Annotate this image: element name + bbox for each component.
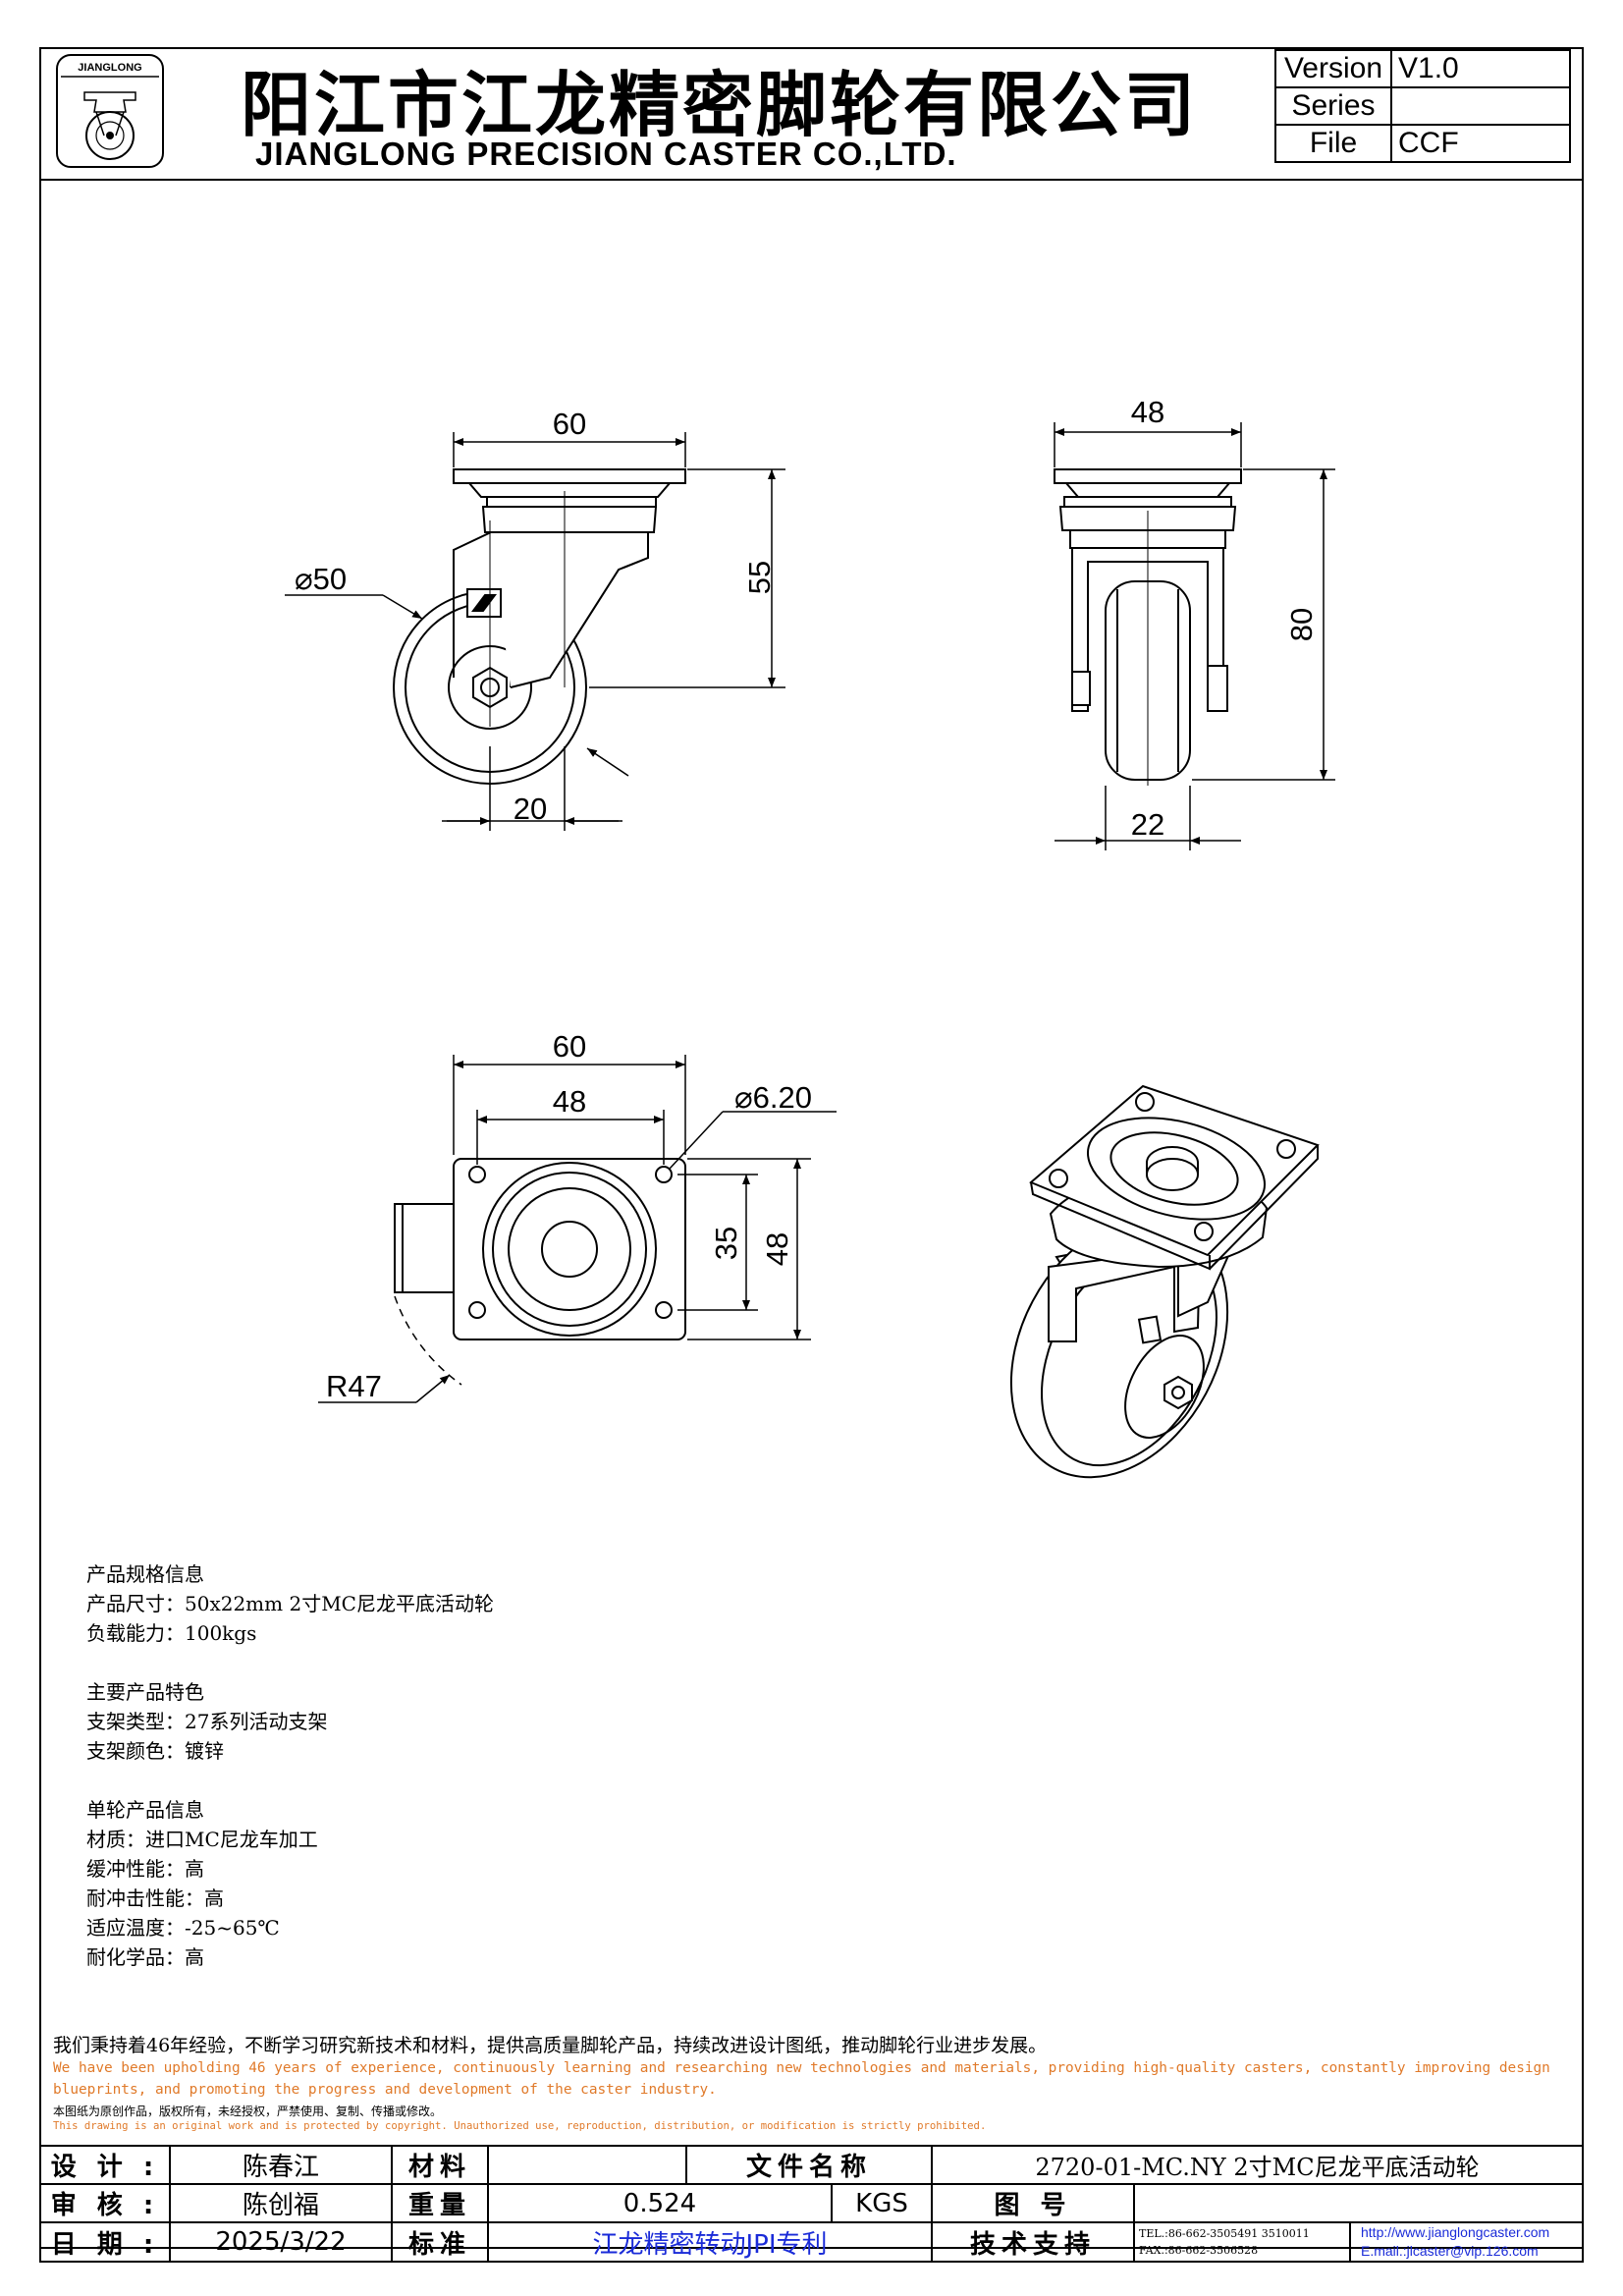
front-view-dimensions [1054, 422, 1335, 850]
email-link[interactable]: E.mail.:jlcaster@vip.126.com [1361, 2243, 1539, 2259]
file-row: File CCF [1274, 124, 1571, 163]
date-value: 2025/3/22 [169, 2221, 393, 2263]
note-chemical: 耐化学品：高 [86, 1945, 204, 1969]
weight-unit: KGS [831, 2183, 933, 2223]
front-view [1054, 468, 1242, 786]
material-label: 材料 [391, 2145, 489, 2185]
dim-plate-height: 48 [760, 1232, 794, 1266]
dim-side-top-width: 60 [553, 407, 586, 441]
dim-side-offset: 20 [514, 792, 547, 826]
title-block-row-design: 设 计 : 陈春江 材料 文件名称 2720-01-MC.NY 2寸MC尼龙平底… [39, 2145, 1584, 2185]
version-value: V1.0 [1390, 49, 1571, 88]
side-view [393, 468, 686, 785]
side-view-dimensions [285, 432, 785, 831]
file-key: File [1274, 124, 1392, 163]
top-plate-view [394, 1158, 686, 1386]
dim-plate-hole-dia: ⌀6.20 [734, 1080, 812, 1115]
file-name: 2720-01-MC.NY 2寸MC尼龙平底活动轮 [931, 2145, 1584, 2185]
telephone: TEL.:86-662-3505491 3510011 [1139, 2227, 1310, 2240]
company-name-cn: 阳江市江龙精密脚轮有限公司 [241, 64, 1199, 146]
review-label: 审 核 : [39, 2183, 171, 2223]
note-bracket-color: 支架颜色：镀锌 [86, 1739, 224, 1763]
note-bracket-type: 支架类型：27系列活动支架 [86, 1710, 328, 1733]
technical-drawing: 60 ⌀50 55 20 [285, 395, 1335, 1479]
file-value: CCF [1390, 124, 1571, 163]
copyright-notice-en: This drawing is an original work and is … [53, 2120, 987, 2132]
dim-front-top-width: 48 [1131, 395, 1164, 429]
phone-fax: TEL.:86-662-3505491 3510011 FAX.:86-662-… [1133, 2221, 1351, 2263]
dim-front-wheel-width: 22 [1131, 807, 1164, 842]
dim-plate-hole-spacing-v: 35 [709, 1227, 743, 1260]
dim-plate-hole-spacing: 48 [553, 1084, 586, 1119]
note-section-feature-title: 主要产品特色 [86, 1680, 204, 1704]
top-plate-dimensions [318, 1055, 837, 1403]
series-key: Series [1274, 86, 1392, 126]
weight-value: 0.524 [487, 2183, 833, 2223]
dim-front-height: 80 [1284, 608, 1319, 641]
dim-plate-width: 60 [553, 1029, 586, 1064]
version-table: Version V1.0 Series File CCF [1274, 49, 1571, 163]
drawing-number-label: 图 号 [931, 2183, 1135, 2223]
series-row: Series [1274, 86, 1571, 126]
title-block: 设 计 : 陈春江 材料 文件名称 2720-01-MC.NY 2寸MC尼龙平底… [39, 2145, 1584, 2263]
dim-side-diameter: ⌀50 [295, 562, 347, 596]
dim-side-height: 55 [742, 561, 777, 594]
company-name-en: JIANGLONG PRECISION CASTER CO.,LTD. [255, 136, 957, 172]
design-label: 设 计 : [39, 2145, 171, 2185]
title-block-row-date: 日 期 : 2025/3/22 标准 江龙精密转动JPI专利 技术支持 TEL.… [39, 2221, 1584, 2263]
title-block-row-review: 审 核 : 陈创福 重量 0.524 KGS 图 号 [39, 2183, 1584, 2223]
product-notes: 产品规格信息 产品尺寸：50x22mm 2寸MC尼龙平底活动轮 负载能力：100… [86, 1559, 494, 1972]
fax: FAX.:86-662-3506528 [1139, 2244, 1259, 2257]
material-value [487, 2145, 687, 2185]
standard-label: 标准 [391, 2221, 489, 2263]
drawing-number-value [1133, 2183, 1584, 2223]
company-logo: JIANGLONG [56, 54, 164, 168]
note-load: 负载能力：100kgs [86, 1621, 257, 1645]
note-temperature: 适应温度：-25~65℃ [86, 1916, 280, 1940]
version-row: Version V1.0 [1274, 49, 1571, 88]
note-spacer [86, 1766, 494, 1795]
company-statement-cn: 我们秉持着46年经验，不断学习研究新技术和材料，提供高质量脚轮产品，持续改进设计… [53, 2035, 1048, 2056]
company-statement-en: We have been upholding 46 years of exper… [53, 2060, 1550, 2098]
note-section-spec-title: 产品规格信息 [86, 1562, 204, 1586]
note-material: 材质：进口MC尼龙车加工 [86, 1828, 318, 1851]
date-label: 日 期 : [39, 2221, 171, 2263]
isometric-view [1009, 1084, 1320, 1479]
website-link[interactable]: http://www.jianglongcaster.com [1361, 2224, 1550, 2240]
designer-name: 陈春江 [169, 2145, 393, 2185]
copyright-notice-cn: 本图纸为原创作品，版权所有，未经授权，严禁使用、复制、传播或修改。 [53, 2105, 443, 2118]
note-size: 产品尺寸：50x22mm 2寸MC尼龙平底活动轮 [86, 1592, 494, 1615]
header-divider [39, 179, 1584, 181]
dim-swivel-radius: R47 [326, 1369, 382, 1403]
note-impact: 耐冲击性能：高 [86, 1886, 224, 1910]
note-cushion: 缓冲性能：高 [86, 1857, 204, 1881]
standard-value: 江龙精密转动JPI专利 [487, 2221, 933, 2263]
contact-info: http://www.jianglongcaster.com E.mail.:j… [1349, 2221, 1584, 2263]
weight-label: 重量 [391, 2183, 489, 2223]
version-key: Version [1274, 49, 1392, 88]
note-spacer [86, 1648, 494, 1677]
series-value [1390, 86, 1571, 126]
reviewer-name: 陈创福 [169, 2183, 393, 2223]
logo-text: JIANGLONG [78, 62, 141, 74]
note-section-wheel-title: 单轮产品信息 [86, 1798, 204, 1822]
filename-label: 文件名称 [685, 2145, 933, 2185]
tech-support-label: 技术支持 [931, 2221, 1135, 2263]
